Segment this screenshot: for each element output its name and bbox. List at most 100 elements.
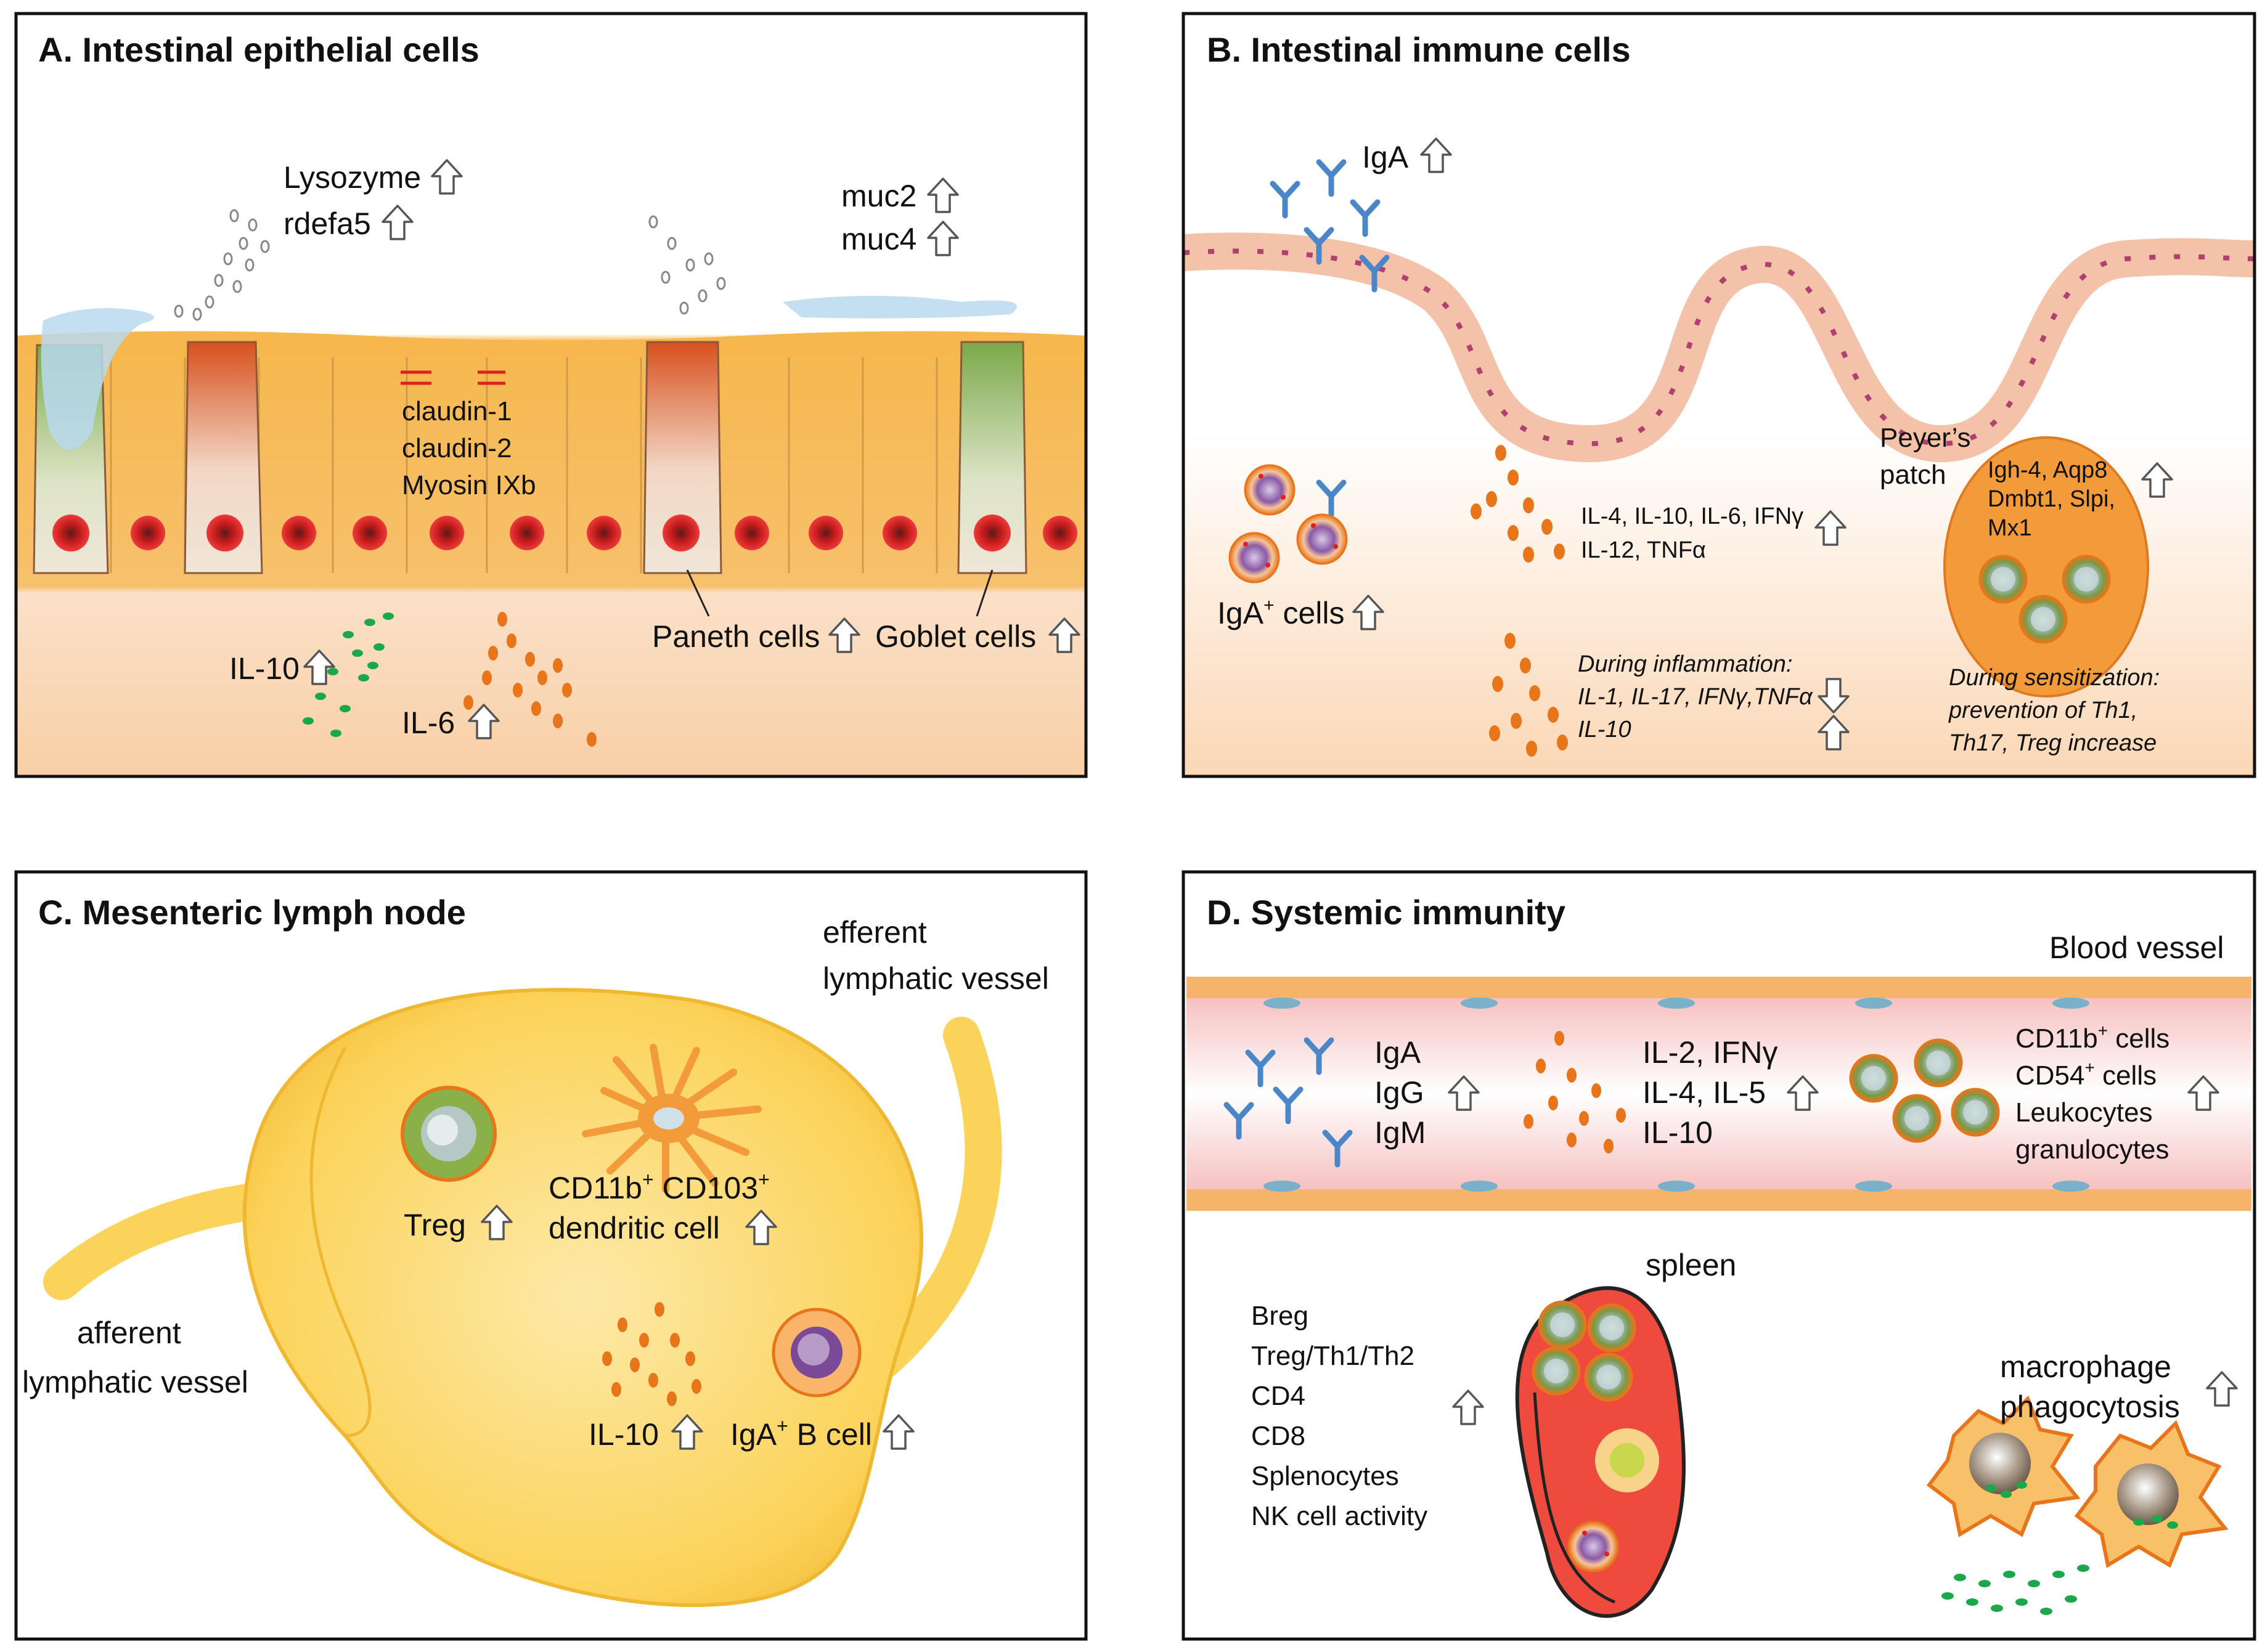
efferent-label-2: lymphatic vessel — [823, 961, 1049, 996]
claudin1-label: claudin-1 — [402, 396, 512, 426]
sensitization-line3: Th17, Treg increase — [1949, 730, 2157, 756]
efferent-label-1: efferent — [823, 915, 927, 950]
muc4-label: muc4 — [841, 222, 916, 256]
villus-nuclei — [1183, 248, 2255, 447]
lymph-node-fold — [309, 1046, 372, 1438]
dendritic-label-1: CD11b+ CD103+ — [549, 1168, 770, 1205]
paneth-cell-2 — [643, 341, 722, 574]
peyers-genes-1: Igh-4, Aqp8 — [1988, 457, 2107, 483]
panel-b-title: B. Intestinal immune cells — [1207, 30, 1631, 69]
peyers-label-1: Peyer’s — [1880, 423, 1971, 453]
treg-label: Treg — [404, 1208, 466, 1242]
iga-plasma-cell-2 — [1296, 513, 1348, 565]
paneth-cells-label: Paneth cells — [652, 619, 820, 654]
peyers-label-2: patch — [1880, 460, 1946, 490]
goblet-leader-line — [976, 569, 994, 617]
peyers-cell-2 — [2062, 555, 2111, 604]
spleen-cell-3 — [1532, 1346, 1581, 1396]
d-cytokine-dots — [1524, 1031, 1626, 1154]
panel-b-frame — [1181, 12, 2256, 778]
iga-blood-label: IgA — [1374, 1035, 1421, 1070]
afferent-label-2: lymphatic vessel — [22, 1365, 248, 1399]
d-cytokine-1: IL-2, IFNγ — [1643, 1035, 1777, 1070]
myosin-label: Myosin IXb — [402, 470, 536, 500]
cd11b-cells-label: CD11b+ cells — [2015, 1021, 2169, 1054]
c-il10-label: IL-10 — [589, 1417, 659, 1452]
panel-c-frame — [14, 870, 1088, 1641]
cd4-label: CD4 — [1251, 1381, 1305, 1411]
vessel-wall-top — [1186, 977, 2251, 998]
il6-label: IL-6 — [402, 706, 455, 740]
spleen-plasma-cell — [1567, 1521, 1619, 1573]
inflammation-line3: IL-10 — [1578, 717, 1631, 743]
paneth-cell-1 — [184, 341, 263, 574]
panel-a: A. Intestinal epithelial cells Lysozyme … — [14, 12, 1088, 778]
spleen-yellow-cell — [1595, 1428, 1659, 1492]
cd54-cells-label: CD54+ cells — [2015, 1058, 2157, 1091]
granulocytes-label: granulocytes — [2015, 1134, 2169, 1165]
blood-vessel-label: Blood vessel — [2049, 930, 2224, 965]
spleen-cell-1 — [1538, 1300, 1587, 1349]
epithelial-nuclei — [52, 515, 1077, 551]
macrophage-2-nucleus — [2117, 1463, 2179, 1525]
panel-c-title: C. Mesenteric lymph node — [38, 893, 466, 932]
spleen-cell-4 — [1584, 1353, 1633, 1402]
panel-a-background — [16, 14, 1086, 776]
panel-c: C. Mesenteric lymph node efferent lympha… — [14, 870, 1088, 1641]
nk-activity-label: NK cell activity — [1251, 1501, 1427, 1531]
peyers-cell-1 — [1978, 555, 2028, 604]
iga-plasma-cell-1 — [1244, 464, 1296, 516]
macrophage-label: macrophage — [2000, 1349, 2171, 1384]
d-cytokine-2: IL-4, IL-5 — [1643, 1075, 1766, 1110]
cytokines-line1: IL-4, IL-10, IL-6, IFNγ — [1581, 503, 1803, 529]
igg-label: IgG — [1374, 1075, 1424, 1110]
phagocytosis-label: phagocytosis — [2000, 1390, 2180, 1424]
afferent-label-1: afferent — [77, 1316, 181, 1350]
tight-junction-markers — [401, 370, 505, 385]
cytokines-line2: IL-12, TNFα — [1581, 537, 1706, 563]
spleen-label: spleen — [1646, 1248, 1736, 1282]
inflammation-line2: IL-1, IL-17, IFNγ,TNFα — [1578, 684, 1813, 710]
blood-cell-1 — [1849, 1054, 1898, 1103]
b-cytokine-dots-2 — [1489, 633, 1568, 757]
peyers-genes-3: Mx1 — [1988, 515, 2032, 541]
il10-green-dots — [303, 612, 394, 737]
dendritic-cell-nucleus — [653, 1107, 684, 1129]
epithelium-top-band — [16, 331, 1086, 357]
b-cytokine-dots-1 — [1471, 445, 1565, 563]
goblet-cell-2 — [957, 341, 1027, 574]
iga-cells-label: IgA+ cells — [1217, 595, 1345, 630]
panel-a-frame — [14, 12, 1088, 778]
panel-d-frame — [1181, 870, 2256, 1641]
muc2-label: muc2 — [841, 179, 916, 213]
inflammation-line1: During inflammation: — [1578, 651, 1792, 677]
spleen-cell-2 — [1587, 1303, 1636, 1353]
lysozyme-label: Lysozyme — [284, 160, 421, 195]
spleen-hilum — [1533, 1392, 1615, 1604]
phagocytosis-green-dots — [1941, 1481, 2178, 1615]
peyers-cell-3 — [2018, 595, 2068, 644]
panel-a-title: A. Intestinal epithelial cells — [38, 30, 480, 69]
blood-cell-2 — [1914, 1038, 1963, 1088]
macrophage-1-nucleus — [1969, 1433, 2031, 1494]
il10-label: IL-10 — [229, 651, 300, 686]
splenocytes-label: Splenocytes — [1251, 1461, 1399, 1491]
treg-th-label: Treg/Th1/Th2 — [1251, 1341, 1414, 1371]
iga-b-cell-label: IgA+ B cell — [730, 1415, 872, 1452]
claudin2-label: claudin-2 — [402, 433, 512, 463]
c-il10-dots — [602, 1302, 701, 1406]
sensitization-line2: prevention of Th1, — [1948, 698, 2137, 723]
peyers-patch — [1943, 436, 2149, 698]
leukocytes-label: Leukocytes — [2015, 1097, 2153, 1128]
vessel-wall-bottom — [1186, 1189, 2251, 1211]
mucus-blob-1 — [41, 308, 155, 450]
breg-label: Breg — [1251, 1301, 1308, 1331]
cd8-label: CD8 — [1251, 1421, 1305, 1451]
panel-d: D. Systemic immunity Blood vessel IgA Ig… — [1181, 870, 2256, 1641]
mucus-blob-2 — [783, 296, 1017, 319]
blood-cell-3 — [1892, 1094, 1941, 1143]
d-cytokine-3: IL-10 — [1643, 1115, 1713, 1150]
iga-plasma-cell-3 — [1228, 532, 1280, 584]
panel-d-title: D. Systemic immunity — [1207, 893, 1565, 932]
